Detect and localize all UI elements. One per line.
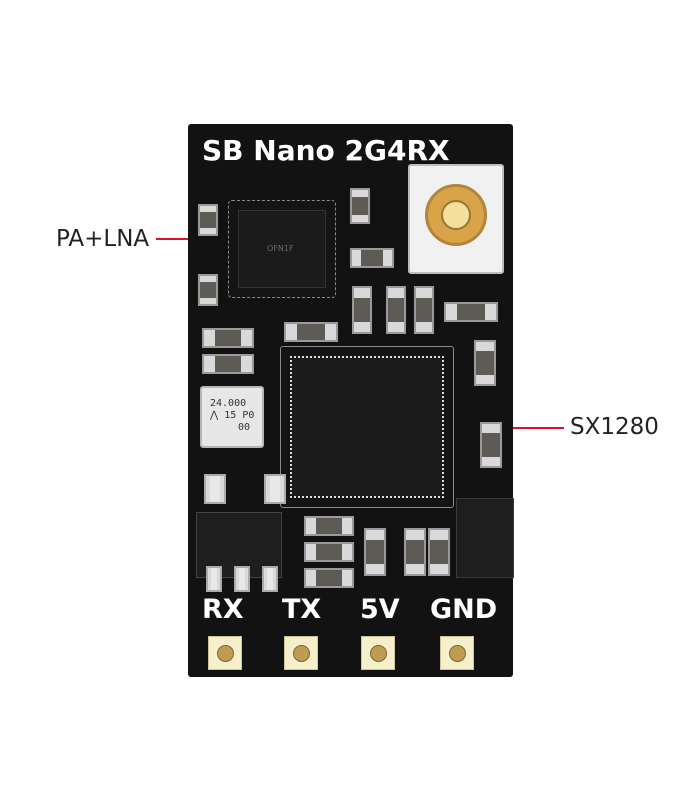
sx1280-callout-label: SX1280 [570,414,659,440]
solder-pad-gnd [440,636,474,670]
crystal-marking: 24.000 ⋀ 15 P0 00 [210,398,254,434]
inductor-block [456,498,514,578]
ufl-connector-ring [425,184,487,246]
sx1280-chip [290,356,444,498]
crystal-line-3: 00 [238,422,251,433]
capacitor-right-2 [474,340,496,386]
pin-label-gnd: GND [430,594,498,625]
pin-label-rx: RX [202,594,244,625]
capacitor-bottom-6 [428,528,450,576]
capacitor-bottom-3 [304,568,354,588]
pin-label-tx: TX [282,594,322,625]
regulator-leg-1 [206,566,222,592]
board-title: SB Nano 2G4RX [202,134,450,167]
regulator-tab-left [204,474,226,504]
crystal-oscillator: 24.000 ⋀ 15 P0 00 [200,386,264,448]
capacitor-bottom-5 [404,528,426,576]
capacitor-bottom-4 [364,528,386,576]
pin-label-5v: 5V [360,594,400,625]
regulator-tab-right [264,474,286,504]
capacitor-right-1 [444,302,498,322]
regulator-leg-2 [234,566,250,592]
crystal-line-1: 24.000 [210,398,247,409]
solder-pad-5v [361,636,395,670]
capacitor-mid-4 [284,322,338,342]
capacitor-top-2 [350,248,394,268]
capacitor-right-3 [480,422,502,468]
capacitor-bottom-2 [304,542,354,562]
capacitor-left-3 [202,328,254,348]
capacitor-mid-3 [414,286,434,334]
solder-pad-tx [284,636,318,670]
pa-lna-chip-marking: OFN1F [267,244,294,253]
regulator-leg-3 [262,566,278,592]
pa-lna-callout-label: PA+LNA [56,226,150,252]
capacitor-left-1 [198,204,218,236]
capacitor-mid-2 [386,286,406,334]
capacitor-top-1 [350,188,370,224]
capacitor-bottom-1 [304,516,354,536]
capacitor-left-2 [198,274,218,306]
ufl-connector-center [441,200,471,230]
capacitor-left-4 [202,354,254,374]
receiver-board: SB Nano 2G4RX OFN1F 24.000 ⋀ 15 P0 00 [188,124,514,677]
crystal-line-2: ⋀ 15 P0 [210,410,255,421]
ufl-antenna-connector [408,164,504,274]
pa-lna-chip: OFN1F [238,210,326,288]
solder-pad-rx [208,636,242,670]
capacitor-mid-1 [352,286,372,334]
